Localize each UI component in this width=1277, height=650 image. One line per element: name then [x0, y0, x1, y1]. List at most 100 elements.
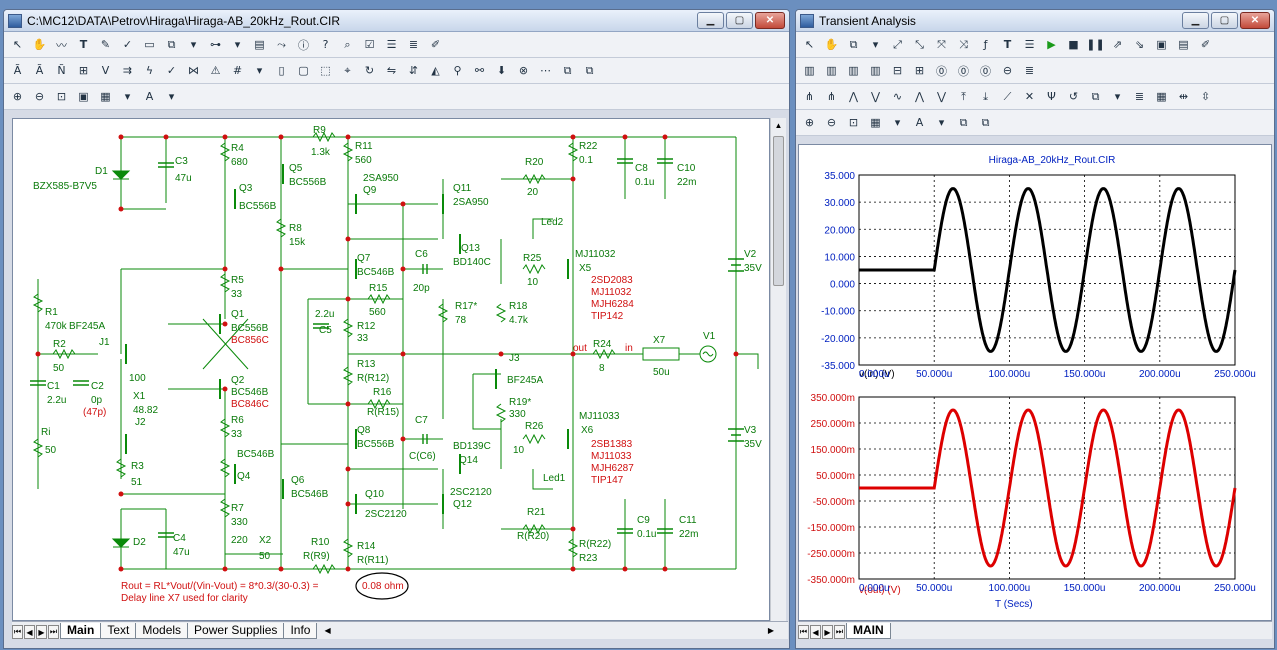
transient-titlebar[interactable]: Transient Analysis ▁ ▢ ✕: [796, 10, 1274, 32]
info-icon[interactable]: ⓘ: [298, 38, 309, 52]
minimize-button[interactable]: ▁: [1182, 12, 1209, 29]
cursor-slope-icon[interactable]: ⟋: [1003, 89, 1012, 103]
rotate-icon[interactable]: ↻: [364, 64, 375, 77]
chevron-down-icon[interactable]: ▾: [894, 116, 901, 129]
schematic-titlebar[interactable]: C:\MC12\DATA\Petrov\Hiraga\Hiraga-AB_20k…: [4, 10, 789, 32]
edit-icon[interactable]: ✐: [1200, 38, 1211, 51]
stop-icon[interactable]: ⊗: [518, 64, 529, 77]
component-icon[interactable]: ⧉: [849, 37, 858, 51]
scroll-thumb[interactable]: [773, 136, 784, 286]
list-icon[interactable]: ≣: [1134, 90, 1145, 103]
flip-x-icon[interactable]: ⇋: [386, 64, 397, 77]
pin-connections-icon[interactable]: ⋈: [188, 64, 199, 77]
bus-icon[interactable]: ▭: [144, 38, 155, 51]
pause-icon[interactable]: ❚❚: [1086, 38, 1105, 51]
zoom-out-icon[interactable]: ⊖: [826, 116, 837, 129]
pin-icon[interactable]: ⌖: [344, 63, 351, 77]
chevron-down-icon[interactable]: ▾: [938, 116, 945, 129]
plot-mode-1-icon[interactable]: ▥: [804, 64, 815, 77]
cursor-x-icon[interactable]: ✕: [1024, 90, 1035, 103]
chevron-down-icon[interactable]: ▾: [872, 38, 879, 51]
node-numbers-icon[interactable]: Ñ: [57, 64, 66, 77]
component-icon[interactable]: ⧉: [167, 37, 176, 51]
list-icon[interactable]: ≣: [1024, 64, 1035, 77]
close-button[interactable]: ✕: [755, 12, 785, 29]
page-icon[interactable]: ▯: [278, 64, 285, 77]
checkbox-icon[interactable]: ☑: [364, 38, 375, 51]
font-icon[interactable]: A: [915, 116, 924, 129]
select-mode-icon[interactable]: ⬚: [320, 64, 331, 77]
pan-hand-icon[interactable]: ✋: [824, 38, 839, 51]
plot-mode-2-icon[interactable]: ▥: [826, 64, 837, 77]
power-icon[interactable]: ϟ: [145, 64, 154, 77]
arrange-icon[interactable]: ▦: [870, 116, 881, 129]
tab-info[interactable]: Info: [283, 623, 318, 639]
fit-vertical-icon[interactable]: ⇳: [1200, 90, 1211, 103]
zoom-out-icon[interactable]: ⊖: [1002, 64, 1013, 77]
next-page-icon[interactable]: ▶: [822, 625, 833, 639]
prev-page-icon[interactable]: ◀: [24, 625, 35, 639]
chevron-down-icon[interactable]: ▾: [234, 38, 241, 51]
table-icon[interactable]: ▤: [254, 38, 265, 51]
restore-scale-icon[interactable]: ⤧: [937, 37, 946, 51]
properties-icon[interactable]: ☰: [1024, 38, 1035, 51]
pan-hand-icon[interactable]: ✋: [32, 38, 47, 51]
h-scroll-right-icon[interactable]: ▶: [767, 626, 774, 635]
tab-models[interactable]: Models: [135, 623, 189, 639]
h-scroll-left-icon[interactable]: ◀: [324, 626, 331, 635]
cursor-high-icon[interactable]: ⋀: [848, 90, 859, 103]
h-scrollbar[interactable]: [330, 623, 768, 639]
schematic-canvas[interactable]: D1 BZX585-B7V5 C3 47u R4 680 Q5 BC556B R…: [12, 118, 770, 621]
cursor-global-high-icon[interactable]: ⋀: [914, 90, 925, 103]
find-icon[interactable]: ⌕: [344, 37, 351, 51]
paste-icon[interactable]: ⧉: [585, 63, 594, 77]
measure-3-icon[interactable]: ⓪: [980, 64, 991, 78]
cursor-global-low-icon[interactable]: ⋁: [936, 90, 947, 103]
down-icon[interactable]: ⬇: [496, 64, 507, 77]
measure-1-icon[interactable]: ⓪: [936, 64, 947, 78]
font-icon[interactable]: A: [145, 90, 154, 103]
more-icon[interactable]: ⋯: [540, 64, 551, 77]
cursor-bottom-icon[interactable]: ⤓: [983, 89, 988, 103]
valley-icon[interactable]: ⇘: [1134, 38, 1145, 51]
tab-main[interactable]: Main: [60, 623, 102, 639]
tab-analysis-main[interactable]: MAIN: [846, 623, 891, 639]
measure-2-icon[interactable]: ⓪: [958, 64, 969, 78]
grid-icon[interactable]: ⊞: [914, 64, 925, 77]
chevron-down-icon[interactable]: ▾: [168, 90, 175, 103]
table-icon[interactable]: ▦: [1156, 90, 1167, 103]
print-icon[interactable]: ▣: [78, 90, 89, 103]
plot-canvas[interactable]: Hiraga-AB_20kHz_Rout.CIR T (Secs) v(in) …: [798, 144, 1272, 621]
tab-text[interactable]: Text: [100, 623, 137, 639]
frame-icon[interactable]: ▣: [1156, 38, 1167, 51]
maximize-button[interactable]: ▢: [1211, 12, 1238, 29]
first-page-icon[interactable]: ⏮: [12, 625, 23, 639]
function-icon[interactable]: ƒ: [983, 38, 988, 51]
edit-icon[interactable]: ✐: [430, 38, 441, 51]
copy-icon[interactable]: ⧉: [959, 115, 968, 129]
voltage-icon[interactable]: V: [101, 64, 110, 77]
link-icon[interactable]: ⤳: [277, 37, 286, 51]
cursor-peak-icon[interactable]: ⋔: [804, 90, 815, 103]
chevron-down-icon[interactable]: ▾: [256, 64, 263, 77]
copy-icon[interactable]: ⧉: [1091, 89, 1100, 103]
auto-scale-icon[interactable]: ⤡: [915, 37, 924, 51]
first-page-icon[interactable]: ⏮: [798, 625, 809, 639]
chevron-down-icon[interactable]: ▾: [190, 38, 197, 51]
select-arrow-icon[interactable]: ↖: [804, 38, 815, 51]
hsplit-icon[interactable]: ⊟: [892, 64, 903, 77]
flip-y-icon[interactable]: ⇵: [408, 64, 419, 77]
warning-icon[interactable]: ⚠: [210, 64, 221, 77]
scroll-up-icon[interactable]: ▲: [774, 121, 783, 130]
border-icon[interactable]: ▢: [298, 64, 309, 77]
cursor-low-icon[interactable]: ⋁: [870, 90, 881, 103]
condition-icon[interactable]: ✓: [166, 64, 177, 77]
cursor-y-icon[interactable]: Ψ: [1047, 90, 1056, 103]
run-icon[interactable]: ▶: [1047, 38, 1056, 51]
stepping-icon[interactable]: ⚯: [474, 64, 485, 77]
next-page-icon[interactable]: ▶: [36, 625, 47, 639]
check-icon[interactable]: ✓: [122, 38, 133, 51]
help-icon[interactable]: ?: [322, 38, 329, 51]
current-icon[interactable]: ⇉: [122, 64, 133, 77]
tree-icon[interactable]: ⊶: [210, 38, 221, 51]
